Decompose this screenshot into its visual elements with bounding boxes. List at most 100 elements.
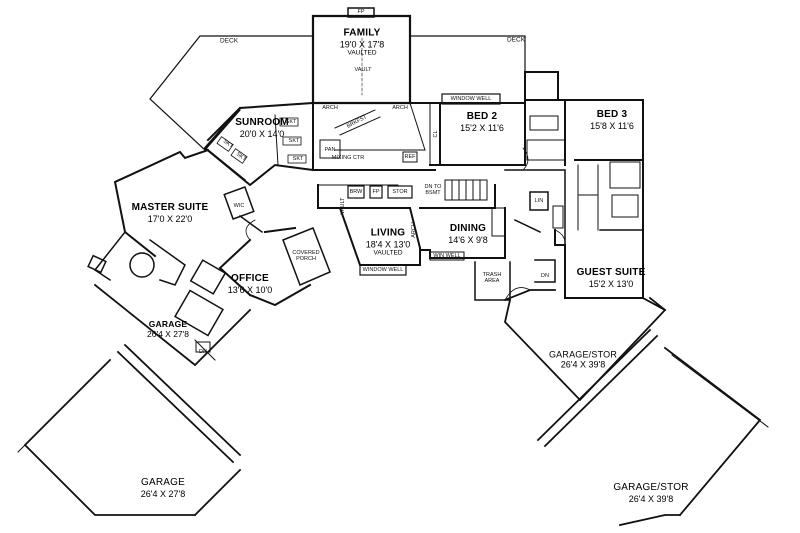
dining-hutch [491, 207, 506, 237]
master-suite-name: MASTER SUITE [131, 202, 209, 214]
skt-label-2: SKT [288, 137, 300, 144]
dining-name: DINING [449, 223, 487, 235]
skt-label-3: SKT [292, 155, 304, 162]
bed3-name: BED 3 [596, 109, 628, 121]
vault-living-label: VAULT [339, 197, 346, 215]
lin-closet [552, 205, 564, 229]
trash-area [474, 259, 556, 301]
wic-label: WIC [233, 202, 245, 209]
stairs [444, 179, 488, 201]
dining-dims: 14'6 X 9'8 [448, 234, 488, 245]
bed3-dims: 15'8 X 11'6 [590, 120, 634, 131]
deck-left-label: DECK [219, 37, 239, 45]
sunroom-walls [203, 106, 315, 187]
window-well-bottom [359, 264, 407, 276]
office-name: OFFICE [231, 273, 269, 285]
guest-suite-label: GUEST SUITE 15'2 X 13'0 [577, 267, 646, 289]
master-closet [223, 186, 264, 234]
dn-label-1: DN [541, 272, 549, 279]
garage-small-dims: 26'4 X 27'8 [146, 329, 190, 339]
sunroom-skylights [216, 117, 307, 164]
family-room-dims: 19'0 X 17'8 [339, 38, 385, 49]
bed2-label: BED 2 15'2 X 11'6 [460, 111, 504, 133]
fireplace-top [347, 7, 375, 18]
dining-label: DINING 14'6 X 9'8 [448, 223, 487, 245]
window-well-top-label: WINDOW WELL [450, 95, 492, 102]
win-well-label: WIN WELL [433, 252, 461, 259]
garage-stor-large [536, 328, 769, 527]
garage-stor-large-name: GARAGE/STOR [613, 482, 689, 494]
living-fireplace [347, 185, 413, 199]
guest-suite-name: GUEST SUITE [576, 267, 646, 279]
family-room-label: FAMILY 19'0 X 17'8 VAULTED [340, 27, 384, 56]
master-suite-dims: 17'0 X 22'0 [147, 213, 193, 224]
garage-left-small [93, 283, 252, 367]
office-label: OFFICE 13'6 X 10'0 [228, 273, 272, 295]
stor-label: STOR [392, 188, 408, 195]
sunroom-label: SUNROOM 20'0 X 14'0 [235, 117, 289, 139]
garage-stor-small-name: GARAGE/STOR [548, 349, 618, 360]
door-swing-2 [245, 219, 256, 241]
deck-right [409, 35, 526, 101]
garage-large-label: GARAGE 26'4 X 27'8 [141, 477, 185, 499]
mixing-ctr-label: MIXING CTR [331, 154, 365, 161]
office-dims: 13'6 X 10'0 [227, 284, 273, 295]
bath-hall [524, 71, 566, 166]
arch-label-1: ARCH [322, 104, 338, 111]
family-room-note: VAULTED [347, 49, 377, 57]
skt-label-1: SKT [285, 118, 297, 125]
fp-top-label: FP [357, 8, 365, 15]
door-swing-4 [554, 229, 566, 249]
sunroom-name: SUNROOM [235, 117, 289, 129]
garage-small-label: GARAGE 26'4 X 27'8 [146, 319, 190, 340]
garage-left-large [17, 343, 242, 517]
office-walls [218, 226, 312, 307]
covered-porch-label: COVERED PORCH [292, 249, 320, 262]
win-well-box [429, 251, 465, 261]
family-room-walls [311, 14, 412, 105]
garage-large-dims: 26'4 X 27'8 [140, 488, 186, 499]
bed3-closet [577, 161, 641, 231]
living-name: LIVING [370, 227, 406, 239]
window-well-bottom-label: WINDOW WELL [362, 266, 404, 273]
garage-stor-right [503, 289, 667, 402]
arch-label-2: ARCH [392, 104, 408, 111]
garage-small-name: GARAGE [148, 319, 188, 330]
fp-living-label: FP [372, 188, 380, 195]
ref-box [402, 151, 418, 163]
bed3-walls [564, 99, 644, 161]
garage-stor-small-dims: 26'4 X 39'8 [560, 360, 606, 370]
garage-large-name: GARAGE [140, 477, 185, 489]
deck-right-label: DECK [506, 36, 526, 44]
bed2-dims: 15'2 X 11'6 [460, 122, 504, 133]
living-note: VAULTED [373, 249, 403, 257]
master-suite-walls [113, 148, 247, 258]
master-bath [87, 230, 227, 337]
ref-label: REF [404, 153, 416, 160]
master-suite-label: MASTER SUITE 17'0 X 22'0 [132, 202, 209, 224]
deck-left [149, 35, 314, 151]
trash-area-label: TRASH AREA [482, 271, 502, 284]
guest-suite-walls [554, 159, 644, 299]
dn-label-2: DN [199, 348, 207, 355]
garage-stor-large-dims: 26'4 X 39'8 [628, 493, 674, 504]
lin-label: LIN [534, 197, 544, 204]
pantry [319, 139, 341, 159]
sunroom-dims: 20'0 X 14'0 [239, 128, 285, 139]
family-room-name: FAMILY [343, 27, 381, 39]
living-dims: 18'4 X 13'0 [365, 238, 411, 249]
living-label: LIVING 18'4 X 13'0 VAULTED [366, 227, 410, 256]
pan-label: PAN [324, 146, 336, 153]
garage-stor-large-label: GARAGE/STOR 26'4 X 39'8 [613, 482, 688, 504]
garage-stor-small-label: GARAGE/STOR 26'4 X 39'8 [549, 350, 617, 371]
bed3-label: BED 3 15'8 X 11'6 [590, 109, 634, 131]
bed2-name: BED 2 [466, 111, 498, 123]
kitchen-island [334, 109, 381, 136]
arch-living-label: ARCH [410, 222, 417, 238]
brw-label: BRW [349, 188, 363, 195]
hall-laundry [504, 169, 566, 246]
cl-label: CL [432, 130, 439, 138]
bed2-closet [526, 139, 566, 161]
guest-suite-dims: 15'2 X 13'0 [588, 278, 634, 289]
